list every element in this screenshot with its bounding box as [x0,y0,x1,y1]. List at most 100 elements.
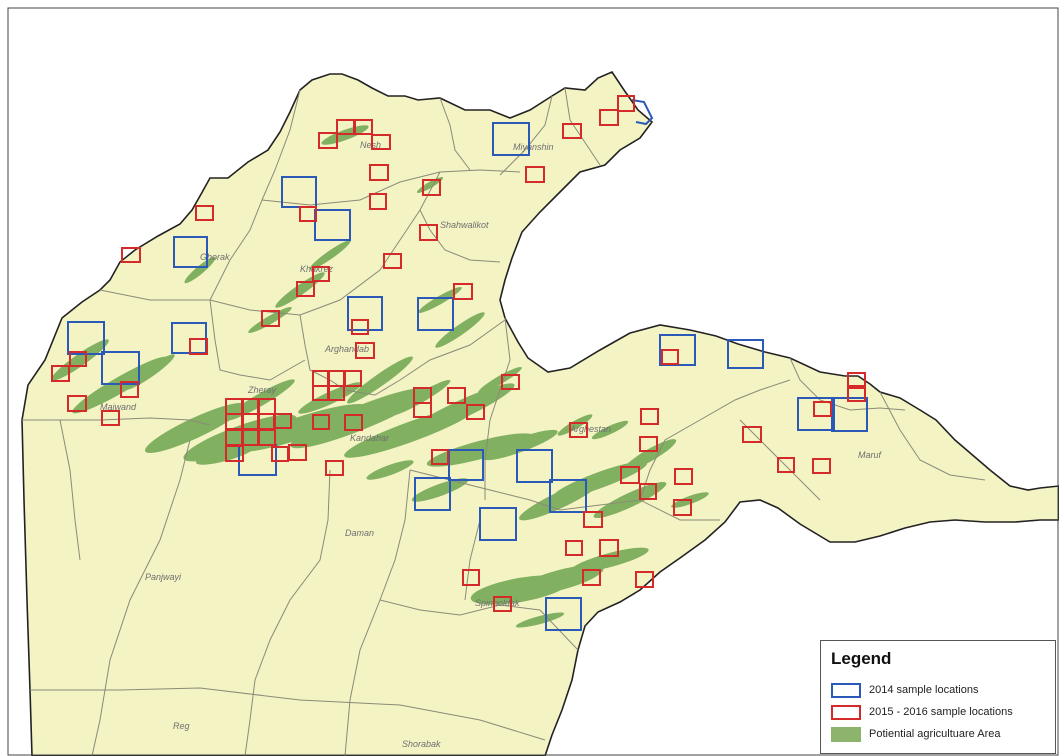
sample-2015-2016-marker [120,381,139,398]
sample-2015-2016-marker [318,132,338,149]
legend-swatch-green [831,726,861,742]
sample-2015-2016-marker [312,414,330,430]
sample-2015-2016-marker [101,410,120,426]
sample-2015-2016-marker [453,283,473,300]
samples-2015-2016 [51,95,866,612]
map-frame [7,7,1059,756]
sample-2015-2016-marker [462,569,480,586]
legend-label-agriculture: Potiential agricultuare Area [869,728,1001,740]
sample-2014-marker [414,477,451,511]
district-label: Arghestan [569,424,611,434]
sample-2015-2016-marker [617,95,635,112]
sample-2015-2016-marker [353,119,373,135]
sample-2014-marker [492,122,530,156]
sample-2015-2016-marker [661,349,679,365]
sample-2015-2016-marker [51,365,70,382]
sample-2015-2016-marker [189,338,208,355]
district-label: Ghorak [200,252,230,262]
sample-2014-marker [631,99,654,126]
sample-2015-2016-marker [812,458,831,474]
sample-2015-2016-marker [635,571,654,588]
district-label: Khakrez [300,264,334,274]
sample-2015-2016-marker [273,413,292,429]
sample-2015-2016-marker [674,468,693,485]
province-area [21,71,1059,756]
district-label: Arghandab [324,344,369,354]
sample-2015-2016-marker [69,351,87,367]
sample-2015-2016-marker [383,253,402,269]
sample-2015-2016-marker [121,247,141,263]
sample-2015-2016-marker [344,370,362,387]
sample-2014-marker [173,236,208,268]
sample-2015-2016-marker [599,539,619,557]
legend-item-2015-2016: 2015 - 2016 sample locations [831,703,1013,721]
sample-2015-2016-marker [813,401,832,417]
sample-2014-marker [479,507,517,541]
sample-2015-2016-marker [673,499,692,516]
samples-2014 [67,99,868,631]
sample-2014-marker [549,479,587,513]
legend-item-2014: 2014 sample locations [831,681,978,699]
sample-2015-2016-marker [351,319,369,335]
legend-label-2015-2016: 2015 - 2016 sample locations [869,706,1013,718]
district-label: Daman [345,528,374,538]
sample-2014-marker [545,597,582,631]
legend-label-2014: 2014 sample locations [869,684,979,696]
sample-2015-2016-marker [312,266,330,282]
sample-2015-2016-marker [583,511,603,528]
legend-swatch-red [831,704,861,720]
district-label: Zheray [247,385,277,395]
sample-2015-2016-marker [447,387,466,404]
district-label: Nesh [360,140,381,150]
sample-2015-2016-marker [620,466,640,484]
district-label: Shorabak [402,739,441,749]
sample-2015-2016-marker [369,193,387,210]
sample-2015-2016-marker [422,179,441,196]
sample-2014-marker [314,209,351,241]
sample-2015-2016-marker [569,422,588,438]
legend: Legend 2014 sample locations 2015 - 2016… [820,640,1056,754]
sample-2015-2016-marker [493,596,512,612]
legend-item-agriculture: Potiential agricultuare Area [831,725,1000,743]
sample-2015-2016-marker [742,426,762,443]
sample-2015-2016-marker [296,281,315,297]
sample-2015-2016-marker [466,404,485,420]
sample-2015-2016-marker [369,164,389,181]
sample-2015-2016-marker [419,224,438,241]
sample-2015-2016-marker [299,206,317,222]
district-label: Kandahar [350,433,390,443]
sample-2015-2016-marker [261,310,280,327]
sample-2015-2016-marker [371,134,391,150]
sample-2015-2016-marker [257,429,276,446]
sample-2015-2016-marker [562,123,582,139]
district-label: Maruf [858,450,883,460]
sample-2015-2016-marker [582,569,601,586]
sample-2015-2016-marker [431,449,449,465]
sample-2015-2016-marker [344,414,363,431]
sample-2015-2016-marker [847,372,866,389]
sample-2014-marker [347,296,383,331]
sample-2015-2016-marker [325,460,344,476]
sample-2014-marker [417,297,454,331]
sample-2015-2016-marker [225,445,244,462]
sample-2015-2016-marker [413,402,432,418]
district-label: Miyanshin [513,142,554,152]
district-label: Shahwalikot [440,220,489,230]
sample-2015-2016-marker [847,385,866,402]
sample-2015-2016-marker [501,374,520,390]
sample-2014-marker [797,397,835,431]
district-label: Panjwayi [145,572,182,582]
sample-2015-2016-marker [639,436,658,452]
sample-2015-2016-marker [327,385,345,401]
district-label: Spinboldak [475,598,520,608]
district-label: Reg [173,721,190,731]
legend-swatch-blue [831,682,861,698]
sample-2015-2016-marker [195,205,214,221]
sample-2015-2016-marker [288,444,307,461]
sample-2015-2016-marker [639,483,657,500]
sample-2015-2016-marker [355,342,375,359]
sample-2014-marker [727,339,764,369]
sample-2015-2016-marker [777,457,795,473]
